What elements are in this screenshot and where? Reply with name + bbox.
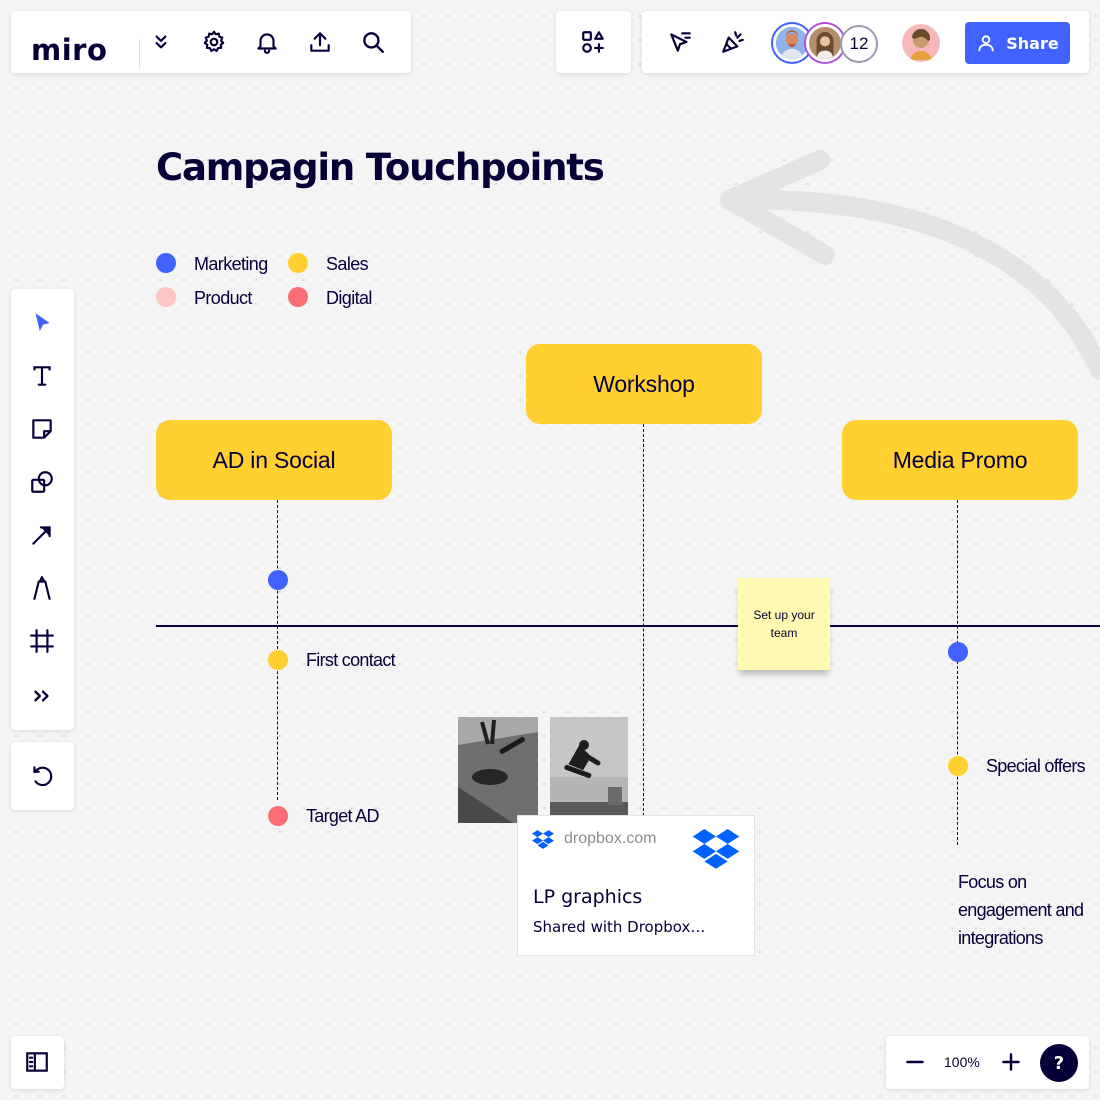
help-button[interactable]: ? [1040,1044,1078,1082]
more-icon[interactable] [24,678,60,714]
connector-workshop [643,424,644,816]
point-marketing-ad[interactable] [268,570,288,590]
sticker-ad-in-social[interactable]: AD in Social [156,420,392,500]
chevrons-down-icon[interactable] [143,24,179,60]
legend-label-product[interactable]: Product [194,288,252,308]
dropbox-link-card[interactable]: dropbox.com LP graphics Shared with Drop… [517,815,755,956]
sticker-workshop[interactable]: Workshop [526,344,762,424]
card-title: LP graphics [533,886,643,908]
legend-dot-marketing [156,253,176,273]
legend-dot-product [156,287,176,307]
sticker-media-promo[interactable]: Media Promo [842,420,1078,500]
left-toolbar [11,289,74,730]
pen-icon[interactable] [24,570,60,606]
connector-media-promo [957,500,958,845]
skateboard-photo-2[interactable] [550,717,628,823]
legend-dot-digital [288,287,308,307]
user-icon [978,35,994,52]
label-first-contact[interactable]: First contact [306,650,396,670]
toolbar-divider [139,39,140,69]
share-button[interactable]: Share [965,22,1070,64]
undo-panel [11,742,74,810]
bell-icon[interactable] [249,24,285,60]
undo-icon[interactable] [24,758,60,794]
sidebar-toggle-icon[interactable] [19,1044,55,1080]
legend-label-sales[interactable]: Sales [326,254,369,274]
skateboard-photo-1[interactable] [458,717,538,823]
card-domain: dropbox.com [564,830,657,847]
legend-label-digital[interactable]: Digital [326,288,372,308]
legend-dot-sales [288,253,308,273]
arrow-icon[interactable] [24,517,60,553]
point-target-ad[interactable] [268,806,288,826]
current-user-avatar[interactable] [902,24,940,62]
upload-icon[interactable] [302,24,338,60]
select-icon[interactable] [24,305,60,341]
cursor-filter-icon[interactable] [662,24,698,60]
dropbox-logo-icon [692,829,740,869]
collaborators-count-badge[interactable]: 12 [840,25,878,63]
collaborator-avatar-1[interactable] [773,24,811,62]
point-marketing-promo[interactable] [948,642,968,662]
search-icon[interactable] [355,24,391,60]
gear-icon[interactable] [196,24,232,60]
collaborator-avatar-2[interactable] [806,24,844,62]
text-icon[interactable] [24,358,60,394]
board-title[interactable]: Campagin Touchpoints [156,146,605,189]
label-target-ad[interactable]: Target AD [306,806,379,826]
point-first-contact[interactable] [268,650,288,670]
curved-arrow-drawing [720,150,1100,380]
label-special-offers[interactable]: Special offers [986,756,1086,776]
zoom-out-icon[interactable] [897,1044,933,1080]
zoom-level[interactable]: 100% [944,1054,980,1070]
zoom-in-icon[interactable] [993,1044,1029,1080]
point-special-offers[interactable] [948,756,968,776]
sticky-note[interactable]: Set up your team [738,578,830,670]
miro-logo[interactable]: miro [31,33,108,67]
legend-label-marketing[interactable]: Marketing [194,254,268,274]
party-popper-icon[interactable] [715,24,751,60]
card-subtitle: Shared with Dropbox… [533,918,706,936]
top-left-toolbar: miro [11,11,411,73]
sticky-note-icon[interactable] [24,411,60,447]
shapes-plus-icon[interactable] [575,24,611,60]
label-focus-on-engagement[interactable]: Focus on engagement and integrations [958,872,1084,948]
share-button-label: Share [1006,33,1059,53]
sidebar-toggle-panel [11,1036,64,1089]
dropbox-small-icon [532,830,554,849]
apps-panel [556,11,631,73]
frame-icon[interactable] [24,623,60,659]
timeline-line[interactable] [156,625,1100,627]
shapes-icon[interactable] [24,464,60,500]
